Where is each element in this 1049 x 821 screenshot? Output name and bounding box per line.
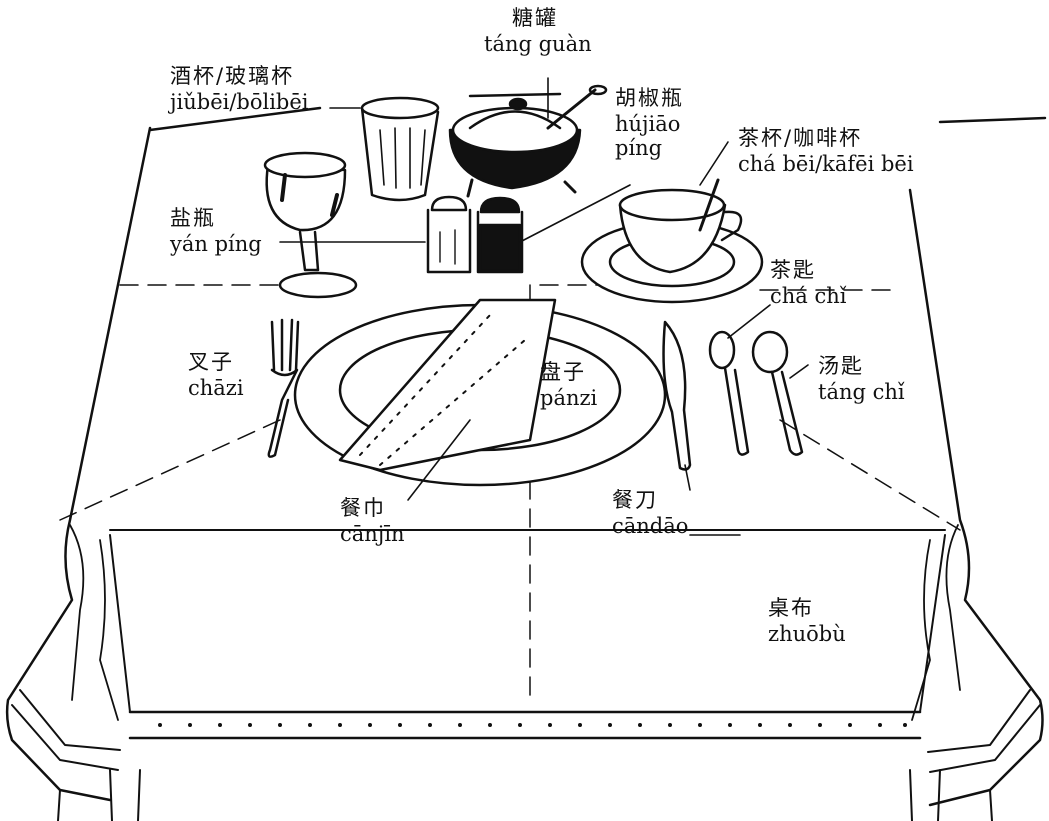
- sugar-bowl: [448, 84, 608, 198]
- tablecloth-crease: [59, 284, 961, 701]
- label-salt-py: yán píng: [170, 232, 262, 256]
- knife: [662, 320, 692, 471]
- label-knife-zh: 餐刀: [612, 488, 658, 512]
- label-teacup-zh: 茶杯/咖啡杯: [738, 126, 863, 150]
- label-teacup-py: chá bēi/kāfēi bēi: [738, 152, 914, 176]
- label-plate-zh: 盘子: [540, 360, 586, 384]
- label-soup-spoon-py: táng chǐ: [818, 380, 905, 404]
- label-pepper-py2: píng: [615, 136, 663, 160]
- label-teaspoon-py: chá chǐ: [770, 284, 847, 308]
- label-soup-spoon-zh: 汤匙: [818, 354, 864, 378]
- label-fork-zh: 叉子: [188, 350, 234, 374]
- label-wine-glass-py: jiǔbēi/bōlibēi: [170, 90, 309, 114]
- label-wine-glass-zh: 酒杯/玻璃杯: [170, 64, 295, 88]
- label-knife: 餐刀 cāndāo: [612, 490, 688, 537]
- label-teacup: 茶杯/咖啡杯 chá bēi/kāfēi bēi: [738, 128, 914, 175]
- soup-spoon: [751, 330, 804, 456]
- label-pepper-py: hújiāo: [615, 112, 681, 136]
- salt-shaker: [426, 195, 472, 274]
- label-plate: 盘子 pánzi: [540, 362, 597, 409]
- label-knife-py: cāndāo: [612, 514, 689, 538]
- label-tablecloth-py: zhuōbù: [768, 622, 846, 646]
- label-plate-py: pánzi: [540, 386, 598, 410]
- label-soup-spoon: 汤匙 táng chǐ: [818, 356, 905, 403]
- label-sugar-bowl-py: táng guàn: [484, 32, 592, 56]
- tablecloth-left-fold: [69, 524, 119, 721]
- tablecloth-right-fold: [911, 524, 961, 721]
- label-napkin-py: cānjīn: [340, 522, 405, 546]
- tablecloth-right-edge: [908, 188, 1044, 807]
- label-salt-zh: 盐瓶: [170, 206, 216, 230]
- label-teaspoon: 茶匙 chá chǐ: [770, 260, 846, 307]
- teacup-saucer: [580, 178, 764, 304]
- label-tablecloth-zh: 桌布: [768, 596, 814, 620]
- label-wine-glass: 酒杯/玻璃杯 jiǔbēi/bōlibēi: [170, 66, 309, 113]
- label-napkin: 餐巾 cānjīn: [340, 498, 405, 545]
- napkin: [338, 298, 557, 472]
- label-teaspoon-zh: 茶匙: [770, 258, 816, 282]
- tablecloth-back-edge: [148, 92, 1047, 132]
- label-tablecloth: 桌布 zhuōbù: [768, 598, 846, 645]
- label-fork-py: chāzi: [188, 376, 244, 400]
- wine-glass: [263, 151, 358, 299]
- tablecloth-left-edge: [5, 126, 152, 802]
- label-sugar-bowl: 糖罐 táng guàn: [484, 6, 592, 55]
- tumbler: [360, 96, 440, 202]
- teaspoon: [708, 330, 750, 456]
- label-salt: 盐瓶 yán píng: [170, 208, 262, 255]
- label-napkin-zh: 餐巾: [340, 496, 386, 520]
- label-pepper: 胡椒瓶 hújiāo píng: [615, 88, 684, 159]
- label-fork: 叉子 chāzi: [188, 352, 244, 399]
- label-sugar-bowl-zh: 糖罐: [512, 6, 558, 30]
- label-pepper-zh: 胡椒瓶: [615, 86, 684, 110]
- pepper-shaker: [476, 196, 524, 274]
- fork: [267, 318, 300, 458]
